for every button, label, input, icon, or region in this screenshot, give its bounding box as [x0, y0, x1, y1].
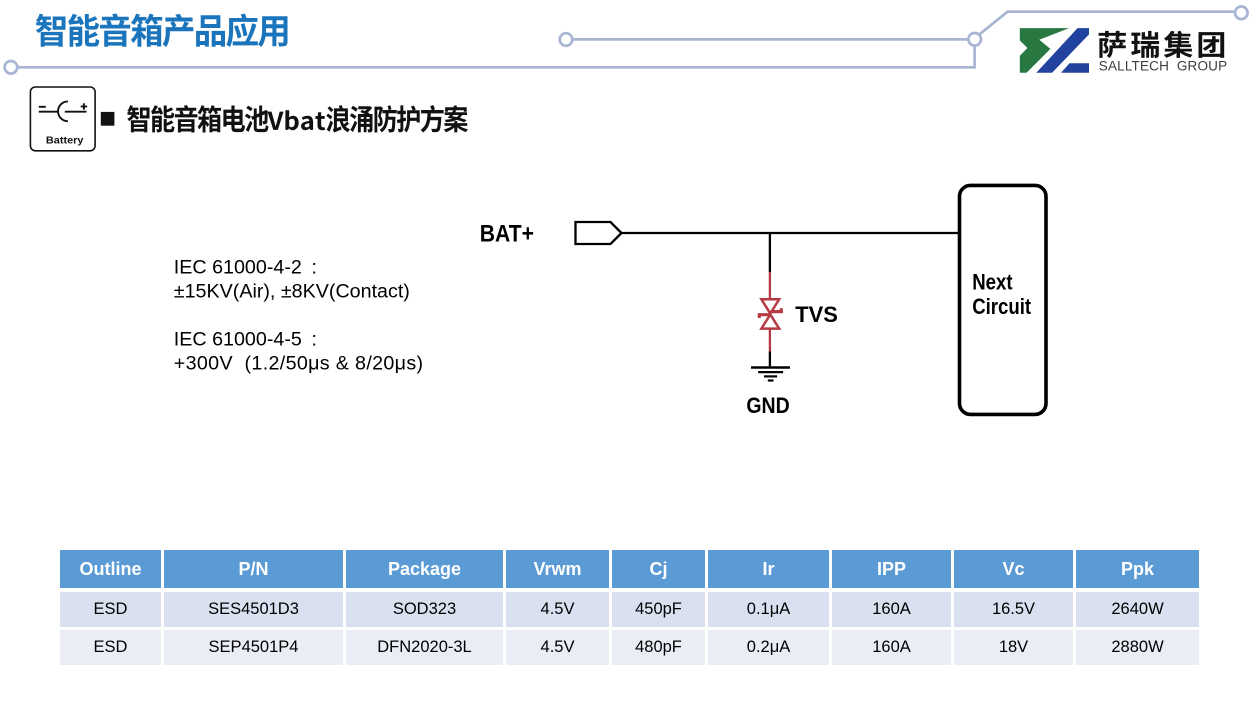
- svg-text:Circuit: Circuit: [972, 296, 1031, 320]
- svg-text:±15KV(Air), ±8KV(Contact): ±15KV(Air), ±8KV(Contact): [174, 281, 410, 303]
- svg-text:Battery: Battery: [46, 135, 84, 147]
- svg-text:TVS: TVS: [795, 302, 838, 327]
- svg-text:GND: GND: [746, 394, 789, 418]
- svg-text:BAT+: BAT+: [480, 220, 534, 247]
- svg-text::: :: [312, 329, 317, 351]
- svg-text:+300V (1.2/50μs & 8/20μs): +300V (1.2/50μs & 8/20μs): [174, 353, 424, 375]
- svg-text:IEC 61000-4-5: IEC 61000-4-5: [174, 329, 302, 351]
- svg-text:Next: Next: [972, 271, 1013, 295]
- svg-text:IEC 61000-4-2: IEC 61000-4-2: [174, 257, 302, 279]
- svg-text:SALLTECH GROUP: SALLTECH GROUP: [1099, 59, 1227, 74]
- svg-text::: :: [312, 257, 317, 279]
